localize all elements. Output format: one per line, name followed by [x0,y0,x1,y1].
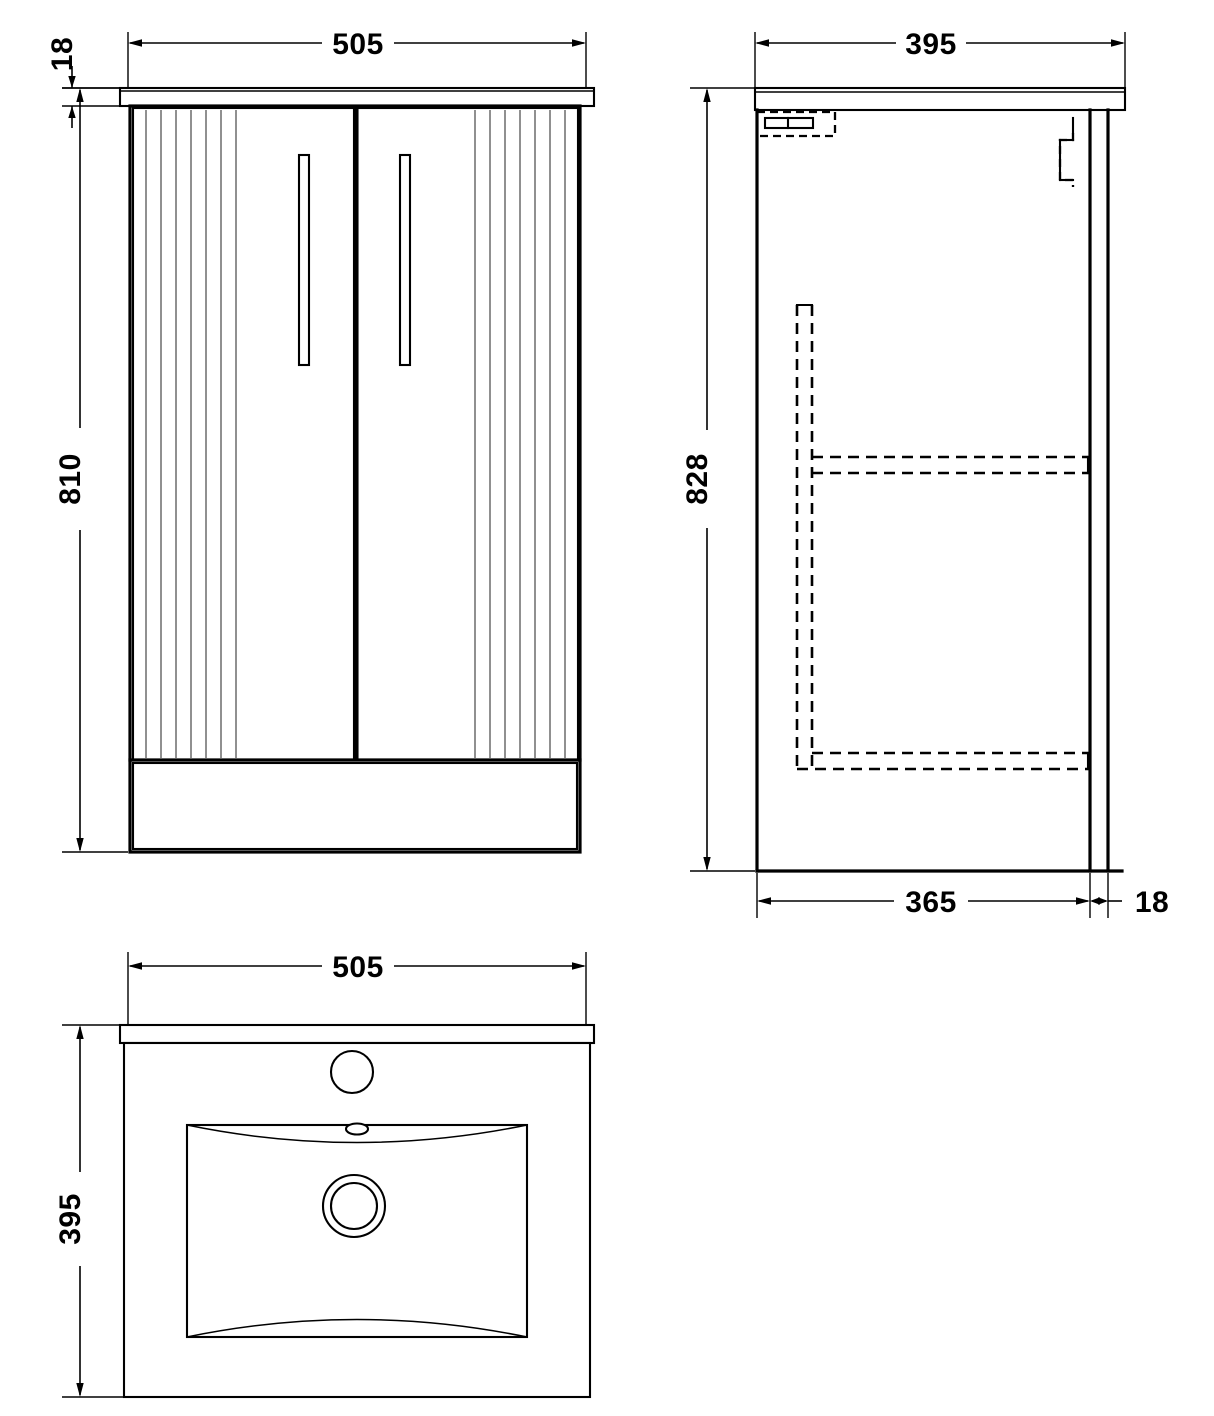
dim-side-depth: 395 [754,28,1126,95]
front-worktop [118,86,596,108]
plan-waste-drain [321,1173,387,1239]
side-notch-detail [1058,116,1075,187]
front-elevation-view: 505 18 810 [46,28,596,854]
side-carcass [755,108,1124,873]
dim-front-height: 810 [54,87,128,853]
front-plinth [128,758,582,851]
plan-tap-hole [329,1049,375,1095]
plan-back-edge [118,1023,596,1045]
side-elevation-view: 395 828 [681,28,1169,919]
plan-view: 505 395 [54,951,596,1399]
dim-front-top-thickness: 18 [46,37,128,128]
dim-plan-width: 505 [127,951,587,1025]
dim-plan-depth: 395 [54,1024,128,1398]
dim-label-side-depth: 395 [905,28,957,61]
side-hinge-detail [755,110,837,138]
dim-side-carcass-depth: 365 18 [756,873,1169,919]
front-flutes-left [145,110,237,758]
dim-front-width: 505 [127,28,587,95]
side-internal-structure [795,303,1090,771]
dim-side-height: 828 [681,87,755,872]
plan-basin-bowl [185,1123,529,1339]
dim-label-front-width: 505 [332,28,384,61]
front-flutes-right [474,110,566,758]
dim-label-front-height: 810 [54,453,87,505]
plan-basin-top [122,1041,592,1399]
side-worktop [753,86,1127,112]
dim-label-plan-depth: 395 [54,1193,87,1245]
plan-overflow [344,1122,370,1136]
dim-label-side-panel-thickness: 18 [1135,886,1169,919]
dim-label-plan-width: 505 [332,951,384,984]
dim-label-front-top-thickness: 18 [46,37,79,71]
door-handle-left[interactable] [297,153,311,367]
front-door-handles [297,153,412,367]
dim-label-side-height: 828 [681,453,714,505]
dim-label-side-carcass-depth: 365 [905,886,957,919]
door-handle-right[interactable] [398,153,412,367]
